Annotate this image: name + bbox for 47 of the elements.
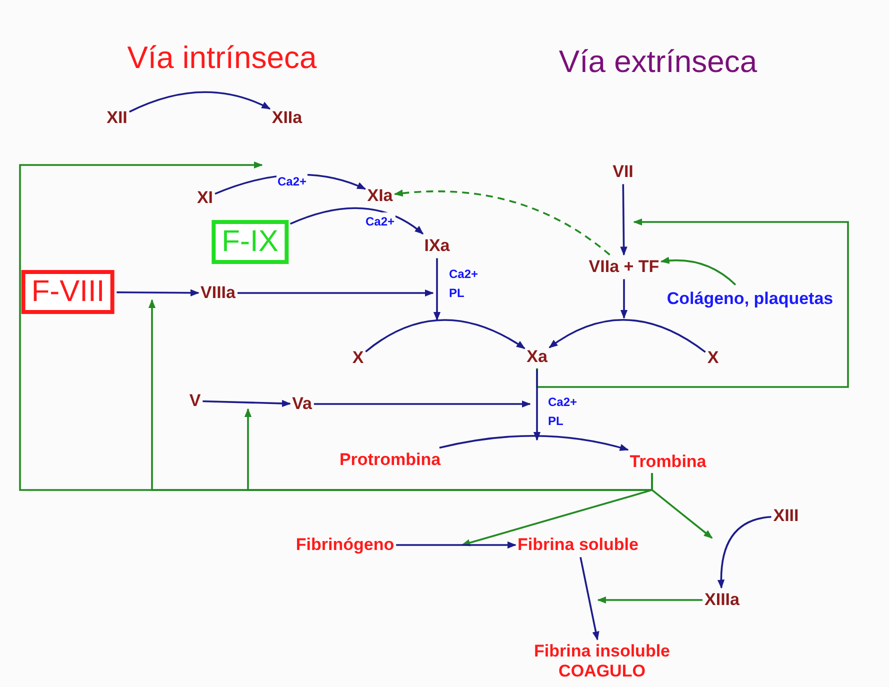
arrow xyxy=(580,557,600,640)
factor-label: VII xyxy=(612,162,634,182)
factor-label: X xyxy=(352,348,364,368)
arrow xyxy=(536,218,849,388)
arrow xyxy=(116,289,200,296)
arrow xyxy=(620,279,628,319)
arrow xyxy=(365,319,526,352)
factor-label: Va xyxy=(292,394,312,414)
factor-label: XIa xyxy=(367,186,393,206)
arrow xyxy=(396,541,516,549)
arrow xyxy=(651,473,713,539)
factor-label: XIII xyxy=(773,506,799,526)
arrow xyxy=(314,400,531,408)
arrow xyxy=(660,256,736,286)
substance-label: Protrombina xyxy=(339,450,441,470)
arrow xyxy=(202,400,291,408)
factor-label: XIIa xyxy=(272,108,302,128)
substance-label: Fibrina insoluble COAGULO xyxy=(534,642,670,682)
arrow xyxy=(439,435,629,452)
factor-label: VIIIa xyxy=(200,282,236,304)
arrow xyxy=(433,258,441,321)
arrow xyxy=(129,91,271,113)
arrow xyxy=(394,190,610,256)
factor-label: XI xyxy=(196,188,214,208)
factor-label: IXa xyxy=(424,236,450,256)
substance-label: Fibrinógeno xyxy=(296,534,394,556)
factor-box: F-VIII xyxy=(21,270,115,314)
arrow xyxy=(620,184,628,256)
arrow xyxy=(533,369,541,441)
factor-label: X xyxy=(707,348,719,368)
arrow xyxy=(597,596,703,604)
factor-label: V xyxy=(189,390,201,412)
heading: Vía intrínseca xyxy=(127,40,317,76)
factor-box: F-IX xyxy=(212,220,288,264)
arrow xyxy=(237,289,434,297)
substance-label: Trombina xyxy=(630,452,706,472)
arrow xyxy=(548,319,706,353)
substance-label: Fibrina soluble xyxy=(518,534,638,556)
arrow xyxy=(718,516,772,589)
arrow xyxy=(290,207,424,235)
heading: Vía extrínseca xyxy=(558,44,758,80)
factor-label: VIIa + TF xyxy=(588,256,660,278)
node-label: Colágeno, plaquetas xyxy=(666,288,834,308)
factor-label: Xa xyxy=(526,346,548,368)
arrow xyxy=(244,408,653,491)
factor-label: XIIIa xyxy=(704,590,740,610)
factor-label: XII xyxy=(106,108,128,128)
